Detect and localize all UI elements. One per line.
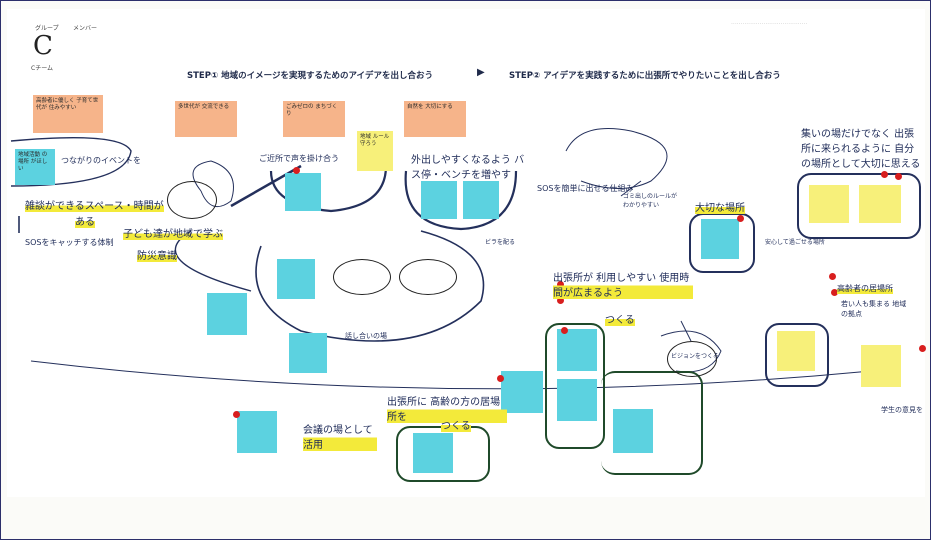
idea-bubble — [167, 181, 217, 219]
handwritten-text: ゴミ出しのルールが わかりやすい — [623, 193, 678, 209]
group-box-students — [765, 323, 829, 387]
step2-title: STEP② アイデアを実践するために出張所でやりたいことを出し合おう — [509, 71, 781, 81]
red-dot-marker — [881, 171, 888, 178]
sticky-note-blue — [701, 219, 739, 259]
group-box-place — [797, 173, 921, 239]
sticky-note-yellow — [861, 345, 901, 387]
handwritten-text: ある — [75, 213, 95, 228]
handwritten-text: つくる — [441, 417, 471, 432]
sticky-note-blue — [237, 411, 277, 453]
handwritten-text: 集いの場だけでなく 出張所に来られるように 自分の場所として大切に思える — [801, 129, 921, 170]
sticky-note-blue — [557, 329, 597, 371]
handwritten-text: 外出しやすくなるよう バス停・ベンチを増やす — [411, 155, 525, 181]
sticky-note-blue — [463, 181, 499, 219]
sticky-note-blue — [207, 293, 247, 335]
handwritten-text: ビジョンをつくる — [671, 353, 719, 360]
group-box-branch-usage-2 — [601, 371, 703, 475]
handwritten-text: 安心して過ごせる場所 — [765, 239, 825, 246]
handwritten-text: SOSを簡単に出せる仕組み — [537, 184, 634, 193]
handwritten-text: 高齢者の居場所 — [837, 283, 893, 294]
sticky-note-blue — [277, 259, 315, 299]
sticky-note-blue — [413, 433, 453, 473]
handwritten-text: 子ども達が地域で学ぶ — [123, 225, 223, 240]
red-dot-marker — [561, 327, 568, 334]
sticky-note-yellow — [809, 185, 849, 223]
red-dot-marker — [895, 173, 902, 180]
sticky-note-blue — [613, 409, 653, 453]
idea-bubble — [667, 341, 717, 377]
red-dot-marker — [233, 411, 240, 418]
handwritten-text: 学生の意見を — [881, 406, 923, 414]
handwritten-text: ビラを配る — [485, 239, 516, 246]
red-dot-marker — [497, 375, 504, 382]
sticky-note-blue — [421, 181, 457, 219]
handwritten-text: 若い人も集まる 地域の拠点 — [841, 300, 907, 318]
red-dot-marker — [557, 297, 564, 304]
handwritten-text: 雑談ができるスペース・時間が — [25, 197, 164, 212]
sticky-note-orange: ごみゼロの まちづくり — [283, 101, 345, 137]
red-dot-marker — [831, 289, 838, 296]
faint-header-text: ........................................ — [731, 19, 808, 26]
sticky-note-orange: 高齢者に優しく 子育て世代が 住みやすい — [33, 95, 103, 133]
red-dot-marker — [919, 345, 926, 352]
handwritten-text: 出張所が 利用しやすい 使用時間が広まるよう — [553, 269, 693, 299]
red-dot-marker — [737, 215, 744, 222]
member-label: メンバー — [73, 25, 98, 32]
sticky-note-yellow — [859, 185, 901, 223]
handwritten-text: つくる — [605, 311, 635, 326]
sticky-note-blue — [285, 173, 321, 211]
group-label: グループ — [35, 25, 59, 32]
handwritten-text: 大切な場所 — [695, 199, 745, 214]
handwritten-text: SOSをキャッチする体制 — [25, 238, 114, 247]
step1-title: STEP① 地域のイメージを実現するためのアイデアを出し合おう — [187, 71, 434, 81]
group-box-important — [689, 213, 755, 273]
group-box-branch-usage — [545, 323, 605, 449]
sticky-note-orange: 多世代が 交流できる — [175, 101, 237, 137]
idea-bubble — [399, 259, 457, 295]
handwritten-text: ご近所で声を掛け合う — [259, 154, 339, 163]
team-letter: C — [33, 31, 53, 61]
red-dot-marker — [293, 167, 300, 174]
sticky-note-blue — [289, 333, 327, 373]
sticky-note-orange: 自然を 大切にする — [404, 101, 466, 137]
team-sub: Cチーム — [31, 65, 54, 72]
idea-bubble — [333, 259, 391, 295]
handwritten-text: 出張所に 高齢の方の居場所を — [387, 393, 507, 423]
handwritten-text: 防災意識 — [137, 247, 177, 262]
handwritten-text: 会議の場として 活用 — [303, 421, 377, 451]
handwritten-text: つながりのイベントを — [61, 156, 141, 165]
sticky-note-yellow — [777, 331, 815, 371]
red-dot-marker — [829, 273, 836, 280]
sticky-note-blue — [557, 379, 597, 421]
sticky-note-blue: 地域活動 の場所 がほしい — [15, 149, 55, 185]
handwritten-text: 話し合いの場 — [345, 332, 387, 340]
sticky-note-yellow: 地域 ルール 守ろう — [357, 131, 393, 171]
sticky-note-blue — [501, 371, 543, 413]
step-arrow-icon: ▶ — [477, 67, 485, 78]
